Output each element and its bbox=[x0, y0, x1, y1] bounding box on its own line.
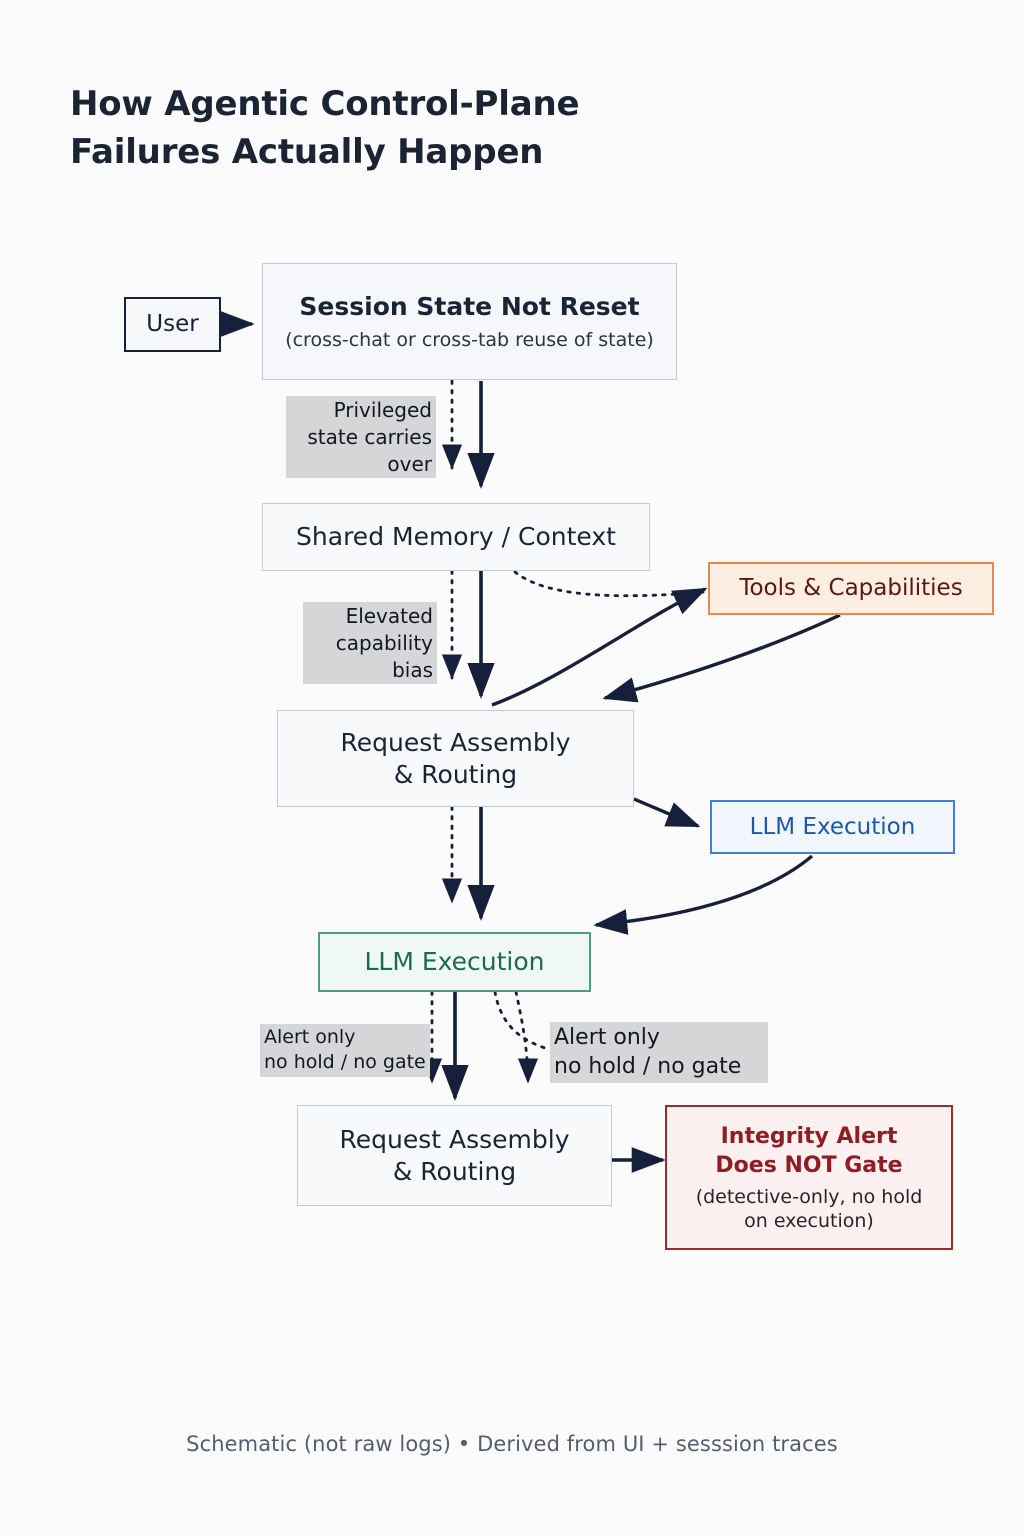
node-integrity-alert-title: Integrity Alert Does NOT Gate bbox=[715, 1123, 903, 1178]
node-shared-memory-context[interactable]: Shared Memory / Context bbox=[262, 503, 650, 571]
node-integrity-alert[interactable]: Integrity Alert Does NOT Gate (detective… bbox=[665, 1105, 953, 1250]
edge-request-to-llm-blue bbox=[633, 797, 701, 828]
edge-label-privileged-state-carries-over: Privileged state carries over bbox=[286, 396, 436, 479]
edge-llm-blue-to-llm-green bbox=[593, 854, 814, 935]
edge-llm-green-dotted-curve-b bbox=[514, 990, 539, 1084]
node-request-assembly-bottom-title: Request Assembly & Routing bbox=[339, 1125, 570, 1186]
page-title: How Agentic Control-Plane Failures Actua… bbox=[70, 84, 580, 173]
node-user[interactable]: User bbox=[124, 297, 221, 352]
node-tools-capabilities-title: Tools & Capabilities bbox=[739, 575, 963, 602]
node-tools-capabilities[interactable]: Tools & Capabilities bbox=[708, 562, 994, 615]
edge-label-elevated-capability-bias: Elevated capability bias bbox=[303, 602, 437, 685]
node-session-state-subtitle: (cross-chat or cross-tab reuse of state) bbox=[285, 328, 654, 351]
node-request-assembly-routing-bottom[interactable]: Request Assembly & Routing bbox=[297, 1105, 612, 1206]
node-integrity-alert-subtitle: (detective-only, no hold on execution) bbox=[695, 1185, 923, 1233]
edge-memory-to-tools-dotted bbox=[513, 570, 707, 598]
node-llm-execution-blue-title: LLM Execution bbox=[749, 813, 916, 840]
node-shared-memory-title: Shared Memory / Context bbox=[296, 522, 616, 552]
node-user-label: User bbox=[146, 311, 199, 338]
node-request-assembly-routing-top[interactable]: Request Assembly & Routing bbox=[277, 710, 634, 807]
node-llm-execution-blue[interactable]: LLM Execution bbox=[710, 800, 955, 854]
node-llm-execution-green[interactable]: LLM Execution bbox=[318, 932, 591, 992]
edge-label-alert-only-left: Alert only no hold / no gate bbox=[260, 1024, 430, 1077]
edge-tools-to-request bbox=[602, 613, 841, 703]
node-request-assembly-top-title: Request Assembly & Routing bbox=[340, 728, 571, 789]
edge-label-alert-only-right: Alert only no hold / no gate bbox=[550, 1022, 768, 1083]
footer-caption: Schematic (not raw logs) • Derived from … bbox=[186, 1432, 838, 1456]
edge-request-to-tools bbox=[491, 587, 708, 707]
node-session-state-not-reset[interactable]: Session State Not Reset (cross-chat or c… bbox=[262, 263, 677, 380]
edge-llm-green-dotted-curve-a bbox=[493, 990, 547, 1050]
node-llm-execution-green-title: LLM Execution bbox=[364, 947, 545, 977]
node-session-state-title: Session State Not Reset bbox=[299, 291, 640, 321]
